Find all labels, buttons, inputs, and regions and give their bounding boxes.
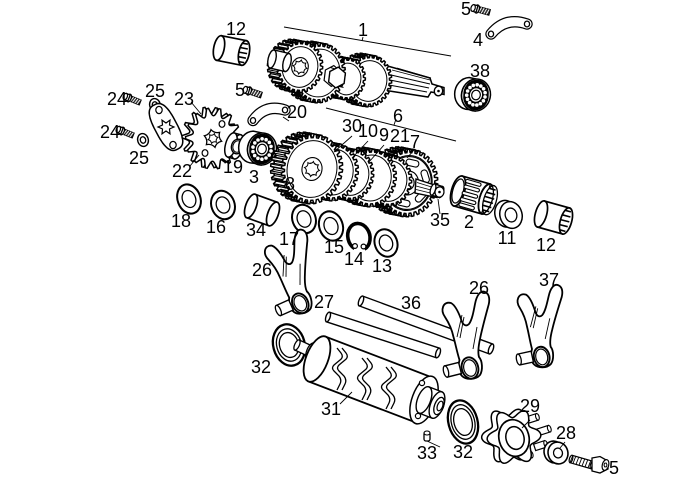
svg-text:17: 17 xyxy=(279,229,299,249)
svg-text:11: 11 xyxy=(498,228,517,248)
svg-text:12: 12 xyxy=(536,235,556,255)
svg-text:5: 5 xyxy=(609,458,619,478)
svg-text:24: 24 xyxy=(100,122,120,142)
svg-text:32: 32 xyxy=(453,442,473,462)
svg-text:10: 10 xyxy=(358,121,378,141)
svg-text:31: 31 xyxy=(321,399,341,419)
svg-text:3: 3 xyxy=(249,167,259,187)
svg-text:19: 19 xyxy=(223,157,243,177)
svg-text:23: 23 xyxy=(174,89,194,109)
svg-text:7: 7 xyxy=(410,132,420,152)
svg-text:37: 37 xyxy=(539,270,559,290)
svg-text:25: 25 xyxy=(145,81,165,101)
svg-text:29: 29 xyxy=(520,396,540,416)
svg-text:13: 13 xyxy=(372,256,392,276)
svg-text:33: 33 xyxy=(417,443,437,463)
svg-text:20: 20 xyxy=(287,102,307,122)
svg-text:26: 26 xyxy=(252,260,272,280)
svg-text:35: 35 xyxy=(430,210,450,230)
svg-text:22: 22 xyxy=(172,161,192,181)
svg-text:5: 5 xyxy=(235,80,245,100)
svg-text:14: 14 xyxy=(344,249,364,269)
svg-text:32: 32 xyxy=(251,357,271,377)
svg-text:36: 36 xyxy=(401,293,421,313)
svg-text:6: 6 xyxy=(393,106,403,126)
svg-text:15: 15 xyxy=(324,237,344,257)
svg-text:2: 2 xyxy=(464,212,474,232)
svg-text:12: 12 xyxy=(226,19,246,39)
svg-text:27: 27 xyxy=(314,292,334,312)
svg-text:38: 38 xyxy=(470,61,490,81)
svg-text:9: 9 xyxy=(379,125,389,145)
svg-text:21: 21 xyxy=(390,126,410,146)
svg-text:30: 30 xyxy=(342,116,362,136)
svg-text:26: 26 xyxy=(469,278,489,298)
svg-text:34: 34 xyxy=(246,220,266,240)
svg-text:18: 18 xyxy=(171,211,191,231)
svg-text:28: 28 xyxy=(556,423,576,443)
svg-text:8: 8 xyxy=(285,174,295,194)
svg-text:16: 16 xyxy=(206,217,226,237)
svg-text:1: 1 xyxy=(358,20,368,40)
svg-text:25: 25 xyxy=(129,148,149,168)
svg-text:4: 4 xyxy=(473,30,483,50)
svg-text:24: 24 xyxy=(107,89,127,109)
svg-text:5: 5 xyxy=(461,0,471,19)
